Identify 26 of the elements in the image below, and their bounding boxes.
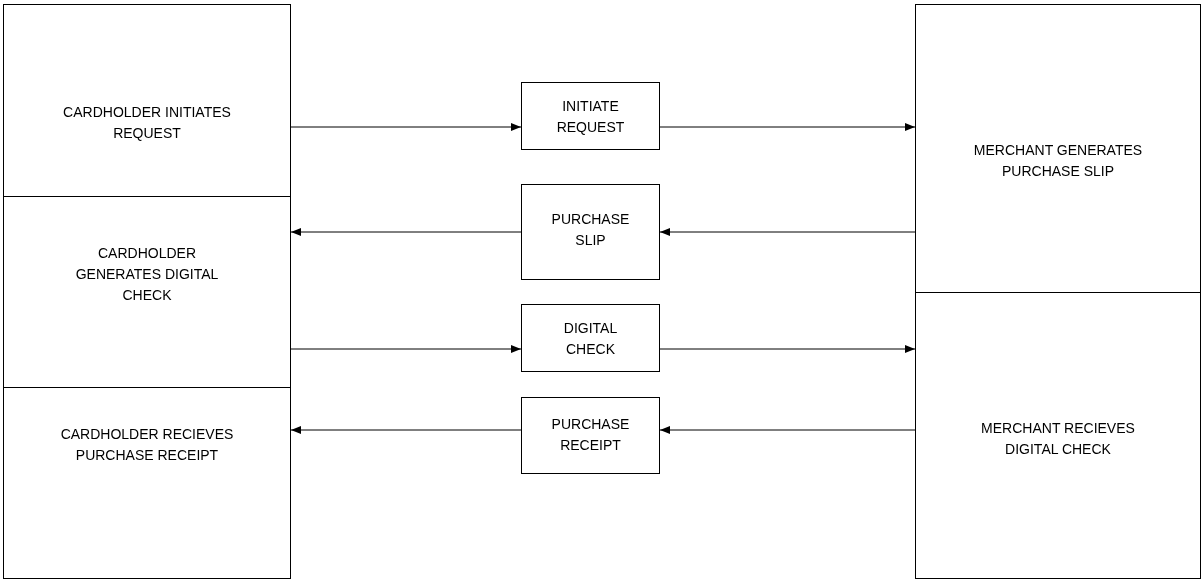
arrow [290,426,522,434]
process-box [521,397,660,474]
box-label: MERCHANT GENERATES PURCHASE SLIP [972,141,1144,181]
process-box [3,387,291,579]
box-label: INITIATE REQUEST [555,97,626,137]
box-label: CARDHOLDER GENERATES DIGITAL CHECK [74,243,220,305]
arrow [290,123,522,131]
process-box [3,196,291,388]
box-label: DIGITAL CHECK [562,319,619,359]
process-box [3,4,291,197]
arrow [659,345,916,353]
arrow [290,228,522,236]
box-label: CARDHOLDER RECIEVES PURCHASE RECEIPT [59,425,235,465]
process-box [521,82,660,150]
box-label: PURCHASE RECEIPT [550,415,631,455]
arrow [659,123,916,131]
arrow [659,426,916,434]
process-box [521,304,660,372]
box-label: CARDHOLDER INITIATES REQUEST [62,103,232,143]
box-label: MERCHANT RECIEVES DIGITAL CHECK [980,419,1136,459]
box-label: PURCHASE SLIP [550,210,631,250]
process-box [521,184,660,280]
arrow [659,228,916,236]
process-box [915,4,1201,293]
process-box [915,292,1201,579]
arrow [290,345,522,353]
